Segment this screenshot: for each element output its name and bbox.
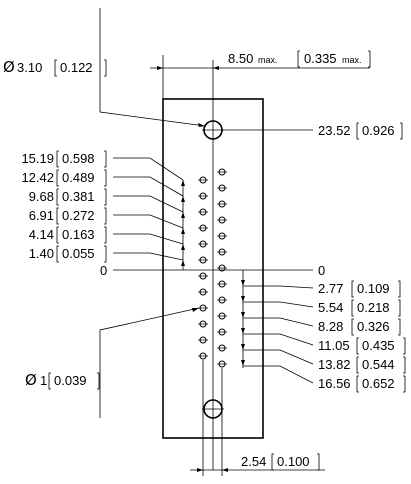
svg-text:13.82: 13.82 — [318, 357, 351, 372]
diameter-symbol-icon: Ø — [25, 371, 37, 389]
large-hole-inch: 0.122 — [60, 60, 93, 75]
top-hole-inch: 0.926 — [362, 123, 395, 138]
svg-text:0.381: 0.381 — [62, 189, 95, 204]
svg-text:5.54: 5.54 — [318, 300, 343, 315]
right-dim-5: 16.56 0.652 — [318, 375, 406, 393]
left-dim-4: 4.14 0.163 — [29, 226, 107, 244]
svg-text:0.598: 0.598 — [62, 151, 95, 166]
svg-text:0.326: 0.326 — [357, 319, 390, 334]
large-hole-arrow — [198, 123, 205, 127]
pitch-label: 2.54 0.100 — [241, 453, 320, 471]
svg-text:0.489: 0.489 — [62, 170, 95, 185]
pitch-mm: 2.54 — [241, 454, 266, 469]
svg-text:0.163: 0.163 — [62, 227, 95, 242]
svg-text:11.05: 11.05 — [318, 338, 350, 353]
left-dim-5: 1.40 0.055 — [29, 245, 107, 263]
svg-text:0.652: 0.652 — [362, 376, 395, 391]
small-hole-inch: 0.039 — [54, 373, 87, 388]
right-dim-4: 13.82 0.544 — [318, 356, 406, 374]
svg-text:0.272: 0.272 — [62, 208, 95, 223]
large-hole-leader — [99, 8, 206, 127]
left-leaders — [113, 157, 184, 261]
right-dim-2: 8.28 0.326 — [318, 318, 401, 336]
max-envelope-dashed — [213, 98, 264, 439]
right-dim-3: 11.05 0.435 — [318, 337, 406, 355]
width-label: 8.50 max. 0.335 max. — [228, 50, 371, 68]
small-hole-label: Ø 1 0.039 — [25, 371, 100, 390]
zero-right-label: 0 — [318, 263, 325, 278]
top-hole-dim-label: 23.52 0.926 — [318, 122, 403, 140]
small-hole-arrow — [192, 308, 199, 312]
svg-text:1.40: 1.40 — [29, 246, 54, 261]
left-dim-0: 15.19 0.598 — [21, 150, 107, 168]
svg-text:0.218: 0.218 — [357, 300, 390, 315]
width-mm: 8.50 — [228, 51, 253, 66]
left-dim-1: 12.42 0.489 — [21, 169, 107, 187]
svg-text:0.055: 0.055 — [62, 246, 95, 261]
svg-text:2.77: 2.77 — [318, 281, 343, 296]
svg-text:0.109: 0.109 — [357, 281, 390, 296]
svg-text:0.435: 0.435 — [362, 338, 395, 353]
large-hole-label: Ø 3.10 0.122 — [3, 58, 107, 77]
svg-text:4.14: 4.14 — [29, 227, 54, 242]
left-dim-2: 9.68 0.381 — [29, 188, 107, 206]
width-inch-suffix: max. — [342, 55, 362, 65]
top-hole-mm: 23.52 — [318, 123, 351, 138]
right-arrowheads — [241, 280, 245, 366]
svg-text:15.19: 15.19 — [21, 151, 54, 166]
right-leaders — [243, 285, 314, 384]
large-hole-mm: 3.10 — [17, 60, 42, 75]
right-dim-1: 5.54 0.218 — [318, 299, 401, 317]
svg-text:0.544: 0.544 — [362, 357, 395, 372]
svg-text:16.56: 16.56 — [318, 376, 351, 391]
pin-crosshairs — [198, 171, 227, 365]
width-mm-suffix: max. — [258, 55, 278, 65]
diameter-symbol-icon: Ø — [3, 58, 15, 76]
small-hole-leader — [99, 307, 200, 418]
width-inch: 0.335 — [304, 51, 337, 66]
svg-text:6.91: 6.91 — [29, 208, 54, 223]
pitch-inch: 0.100 — [277, 454, 310, 469]
right-dim-labels: 2.77 0.109 5.54 0.218 8.28 0.326 11.05 0… — [318, 280, 406, 393]
left-dim-labels: 15.19 0.598 12.42 0.489 9.68 0.381 6.91 … — [21, 150, 107, 263]
svg-text:9.68: 9.68 — [29, 189, 54, 204]
pin-column-left — [199, 176, 207, 360]
right-dim-0: 2.77 0.109 — [318, 280, 401, 298]
svg-text:12.42: 12.42 — [21, 170, 54, 185]
left-arrowheads — [181, 180, 185, 266]
zero-left-label: 0 — [100, 263, 107, 278]
left-dim-3: 6.91 0.272 — [29, 207, 107, 225]
svg-text:8.28: 8.28 — [318, 319, 343, 334]
small-hole-mm: 1 — [40, 373, 47, 388]
